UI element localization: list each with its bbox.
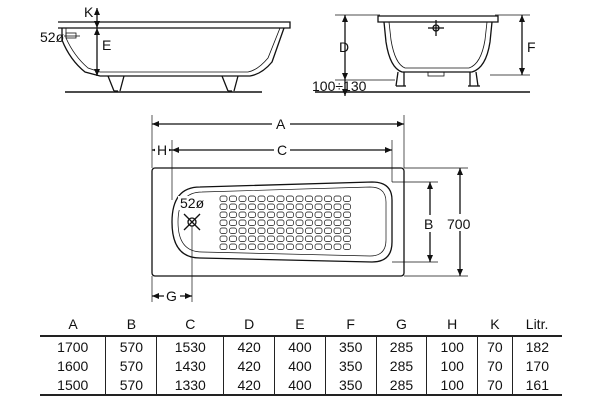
table-cell: 1530 xyxy=(156,336,225,356)
table-header-cell: E xyxy=(295,316,305,332)
table-cell: 1700 xyxy=(40,336,107,356)
f-label: F xyxy=(527,39,536,55)
side-view-legs xyxy=(107,75,239,92)
e-label: E xyxy=(102,37,111,53)
table-cell: 400 xyxy=(274,356,326,375)
table-cell: 1500 xyxy=(40,375,107,395)
leg-range-label: 100÷130 xyxy=(312,78,367,94)
table-cell: 100 xyxy=(426,356,479,375)
width-label: 700 xyxy=(447,216,471,232)
table-cell: 285 xyxy=(375,375,428,395)
a-label: A xyxy=(276,116,286,132)
table-cell: 70 xyxy=(477,375,513,395)
h-label: H xyxy=(157,142,167,158)
table-cell: 350 xyxy=(324,375,377,395)
table-cell: 100 xyxy=(426,375,479,395)
table-header-cell: G xyxy=(396,316,407,332)
table-cell: 182 xyxy=(511,336,562,356)
table-cell: 420 xyxy=(223,356,276,375)
table-cell: 1430 xyxy=(156,356,225,375)
k-label: K xyxy=(84,4,94,20)
end-view-rim xyxy=(377,15,499,23)
table-cell: 1600 xyxy=(40,356,107,375)
plan-view-outer-rim xyxy=(151,167,405,277)
anti-slip-pattern xyxy=(219,195,351,250)
side-view-tub-body xyxy=(61,27,285,77)
table-header-cell: D xyxy=(244,316,255,332)
end-view-legs xyxy=(395,71,480,87)
side-view xyxy=(58,7,291,93)
table-cell: 70 xyxy=(477,336,513,356)
table-cell: 570 xyxy=(105,336,158,356)
table-cell: 170 xyxy=(511,356,562,375)
table-cell: 420 xyxy=(223,375,276,395)
table-header-row: A B C D E F G H K Litr. xyxy=(40,313,562,336)
end-view-drain-symbol xyxy=(428,20,444,36)
side-view-rim xyxy=(58,21,291,29)
g-label: G xyxy=(166,288,177,304)
table-cell: 350 xyxy=(324,336,377,356)
table-header-cell: C xyxy=(185,316,196,332)
table-cell: 570 xyxy=(105,356,158,375)
table-header-cell: A xyxy=(68,316,78,332)
plan-drain-symbol xyxy=(183,213,201,231)
table-header-cell: Litr. xyxy=(525,316,549,332)
table-cell: 400 xyxy=(274,375,326,395)
table-cell: 400 xyxy=(274,336,326,356)
end-view xyxy=(315,14,530,96)
table-cell: 285 xyxy=(375,336,428,356)
table-cell: 70 xyxy=(477,356,513,375)
b-label: B xyxy=(424,216,433,232)
table-cell: 570 xyxy=(105,375,158,395)
table-header-cell: H xyxy=(447,316,458,332)
d-label: D xyxy=(339,39,349,55)
table-header-cell: K xyxy=(490,316,500,332)
table-header-cell: B xyxy=(126,316,137,332)
table-cell: 161 xyxy=(511,375,562,395)
plan-view-inner-basin xyxy=(171,181,393,263)
drain-side-label: 52ø xyxy=(40,29,65,45)
side-view-drain xyxy=(65,32,77,39)
table-header-cell: F xyxy=(346,316,355,332)
table-cell: 100 xyxy=(426,336,479,356)
table-cell: 350 xyxy=(324,356,377,375)
table-cell: 420 xyxy=(223,336,276,356)
table-cell: 285 xyxy=(375,356,428,375)
c-label: C xyxy=(277,142,287,158)
table-cell: 1330 xyxy=(156,375,225,395)
drain-top-label: 52ø xyxy=(180,195,205,211)
